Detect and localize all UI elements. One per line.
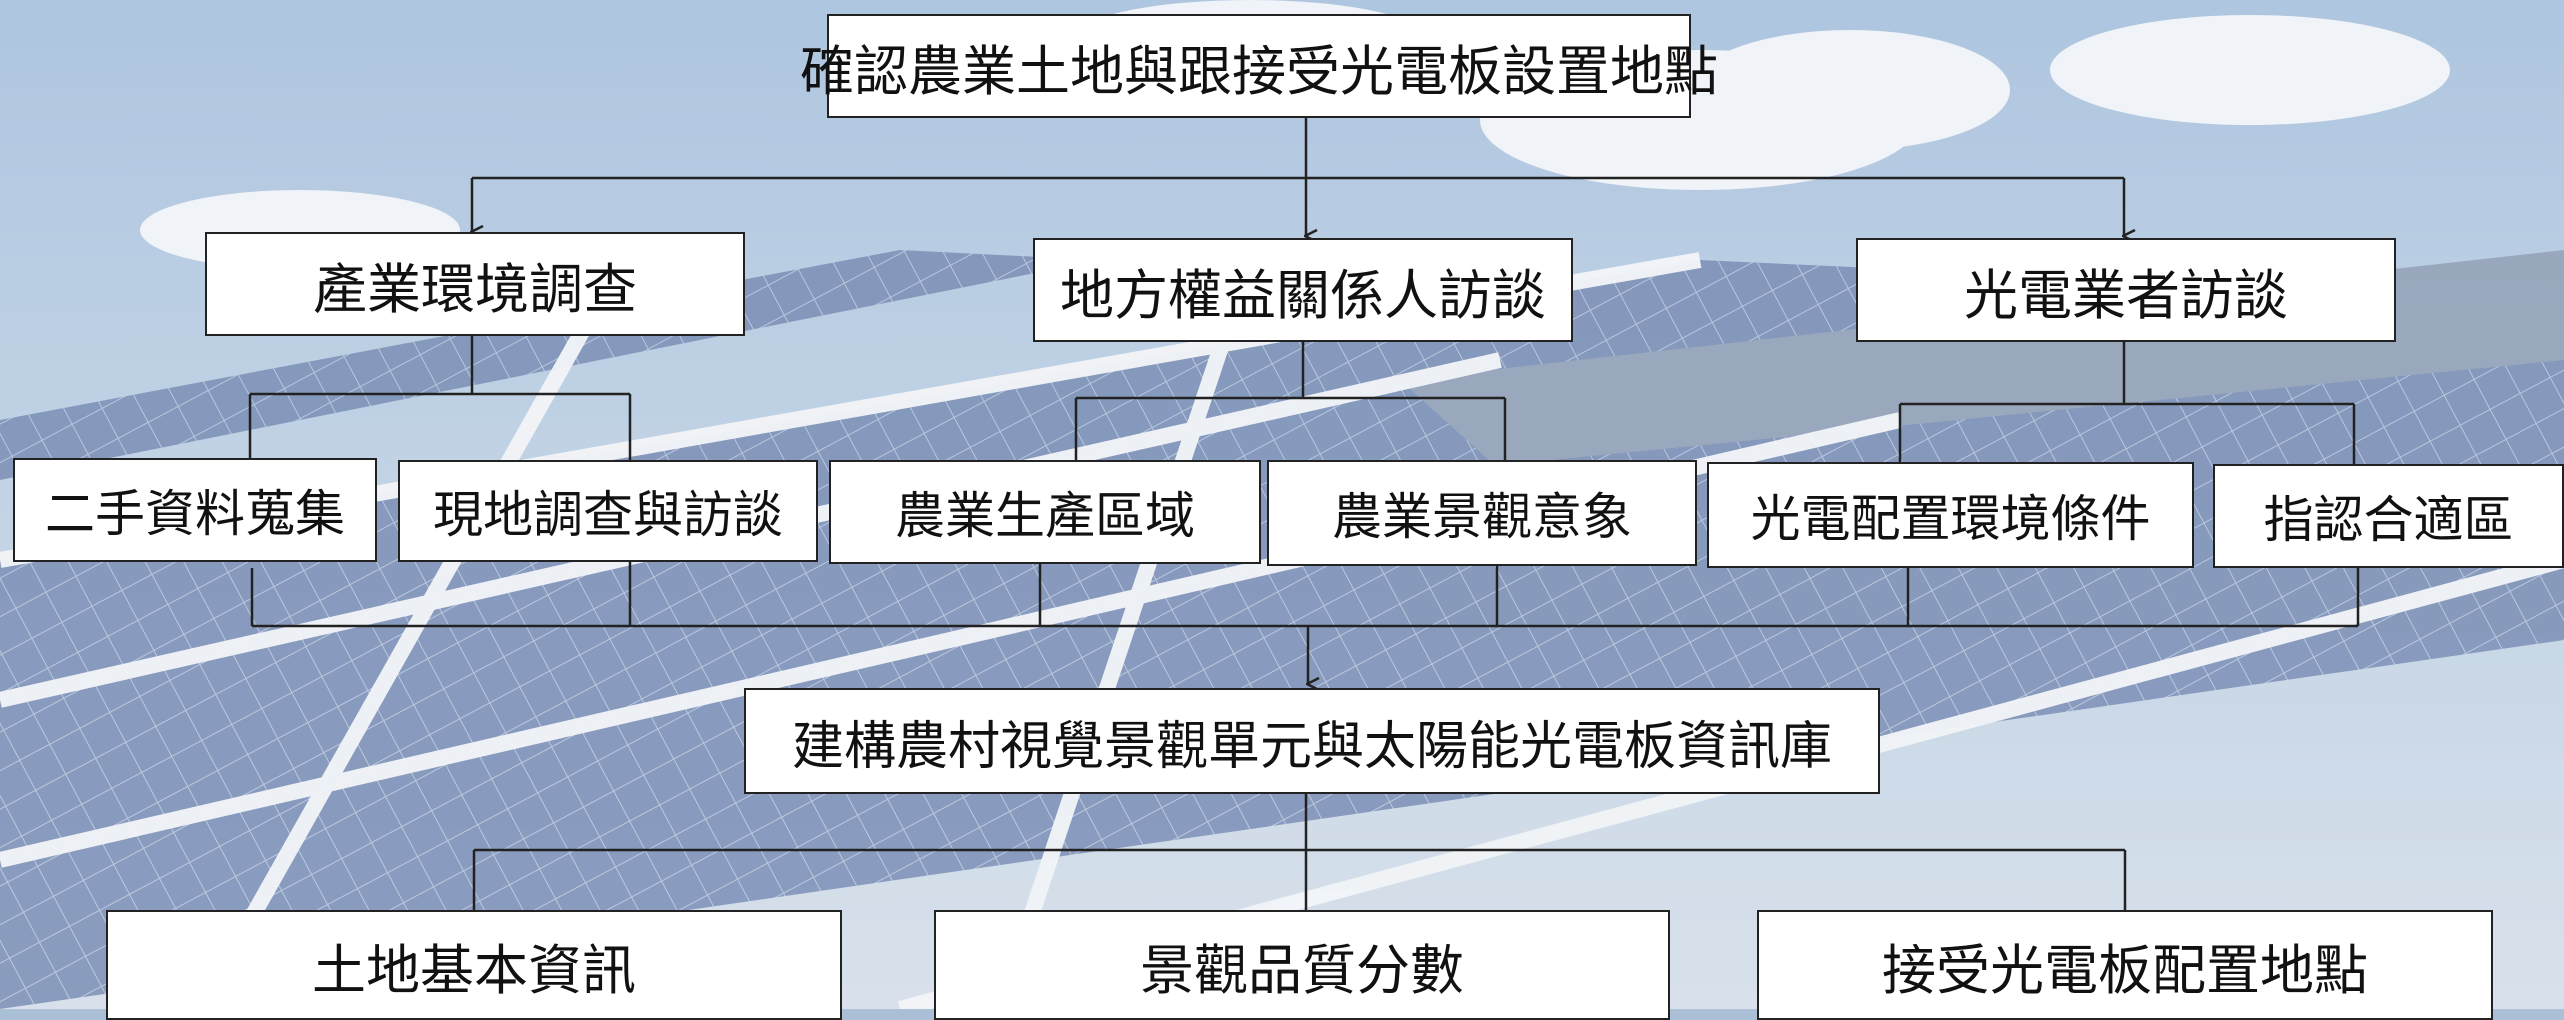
node-pv-operator-interview: 光電業者訪談	[1856, 238, 2396, 342]
node-pv-layout-conditions: 光電配置環境條件	[1707, 462, 2194, 568]
node-industry-survey: 產業環境調查	[205, 232, 745, 336]
node-database: 建構農村視覺景觀單元與太陽能光電板資訊庫	[744, 688, 1880, 794]
node-secondary-data: 二手資料蒐集	[13, 458, 377, 562]
node-field-survey: 現地調查與訪談	[398, 460, 818, 562]
node-top: 確認農業土地與跟接受光電板設置地點	[800, 14, 1718, 118]
node-stakeholder-interview: 地方權益關係人訪談	[1033, 238, 1573, 342]
node-agri-production-area: 農業生產區域	[829, 460, 1261, 564]
node-landscape-score: 景觀品質分數	[934, 910, 1670, 1020]
node-suitable-area: 指認合適區	[2213, 464, 2564, 568]
node-pv-accept-location: 接受光電板配置地點	[1757, 910, 2493, 1020]
node-land-info: 土地基本資訊	[106, 910, 842, 1020]
node-agri-landscape-image: 農業景觀意象	[1267, 460, 1697, 566]
